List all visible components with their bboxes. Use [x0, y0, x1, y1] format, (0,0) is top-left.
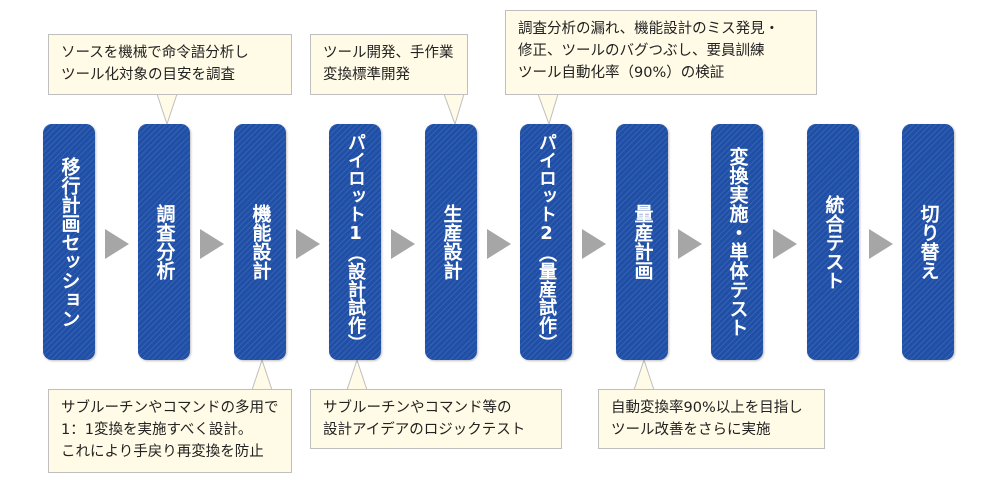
- step-label: 調査分析: [153, 204, 176, 280]
- step-survey: 調査分析: [138, 124, 190, 360]
- step-conversion-unit-test: 変換実施・単体テスト: [711, 124, 763, 360]
- note-function-design: サブルーチンやコマンドの多用で 1：1変換を実施すべく設計。 これにより手戻り再…: [48, 389, 292, 473]
- arrow-icon: [296, 229, 320, 259]
- note-line: ツール化対象の目安を調査: [61, 67, 235, 83]
- arrow-icon: [678, 229, 702, 259]
- note-line: ツール自動化率（90%）の検証: [518, 65, 725, 81]
- tail-func-design: [251, 358, 273, 391]
- tail-tools: [443, 93, 465, 126]
- step-mass-planning: 量産計画: [616, 124, 668, 360]
- note-line: これにより手戻り再変換を防止: [61, 444, 264, 460]
- step-label: 統合テスト: [822, 194, 845, 290]
- note-survey: ソースを機械で命令語分析し ツール化対象の目安を調査: [48, 34, 292, 95]
- step-production-design: 生産設計: [425, 124, 477, 360]
- note-mass-planning: 自動変換率90%以上を目指し ツール改善をさらに実施: [598, 389, 825, 449]
- note-line: 変換標準開発: [323, 67, 410, 83]
- step-function-design: 機能設計: [234, 124, 286, 360]
- arrow-icon: [582, 229, 606, 259]
- note-line: 調査分析の漏れ、機能設計のミス発見・: [518, 21, 780, 37]
- note-line: 設計アイデアのロジックテスト: [323, 422, 526, 438]
- arrow-icon: [200, 229, 224, 259]
- step-label: 機能設計: [249, 204, 272, 280]
- note-line: ツール改善をさらに実施: [611, 422, 771, 438]
- arrow-icon: [869, 229, 893, 259]
- note-pilot1: サブルーチンやコマンド等の 設計アイデアのロジックテスト: [310, 389, 562, 449]
- step-label: 生産設計: [440, 204, 463, 280]
- step-label: 移行計画セッション: [58, 156, 81, 328]
- step-label: パイロット1（設計試作）: [345, 132, 366, 352]
- note-line: サブルーチンやコマンドの多用で: [61, 400, 279, 416]
- step-label: 切り替え: [917, 204, 940, 280]
- step-label: 量産計画: [631, 204, 654, 280]
- note-line: ソースを機械で命令語分析し: [61, 45, 249, 61]
- step-integration-test: 統合テスト: [807, 124, 859, 360]
- note-tools: ツール開発、手作業 変換標準開発: [310, 34, 468, 95]
- tail-pilot1: [346, 358, 368, 391]
- step-pilot1: パイロット1（設計試作）: [329, 124, 381, 360]
- note-line: 修正、ツールのバグつぶし、要員訓練: [518, 43, 765, 59]
- arrow-icon: [391, 229, 415, 259]
- arrow-icon: [105, 229, 129, 259]
- tail-survey: [156, 93, 178, 126]
- step-cutover: 切り替え: [902, 124, 954, 360]
- step-label: パイロット2（量産試作）: [536, 132, 557, 352]
- arrow-icon: [487, 229, 511, 259]
- note-line: サブルーチンやコマンド等の: [323, 400, 512, 416]
- note-line: 自動変換率90%以上を目指し: [611, 400, 803, 416]
- step-pilot2: パイロット2（量産試作）: [520, 124, 572, 360]
- note-line: 1：1変換を実施すべく設計。: [61, 422, 253, 438]
- tail-mass-plan: [633, 358, 655, 391]
- step-migration-planning: 移行計画セッション: [43, 124, 95, 360]
- note-pilot2: 調査分析の漏れ、機能設計のミス発見・ 修正、ツールのバグつぶし、要員訓練 ツール…: [505, 10, 817, 95]
- arrow-icon: [773, 229, 797, 259]
- step-label: 変換実施・単体テスト: [726, 147, 749, 337]
- tail-pilot2: [537, 93, 559, 126]
- note-line: ツール開発、手作業: [323, 45, 454, 61]
